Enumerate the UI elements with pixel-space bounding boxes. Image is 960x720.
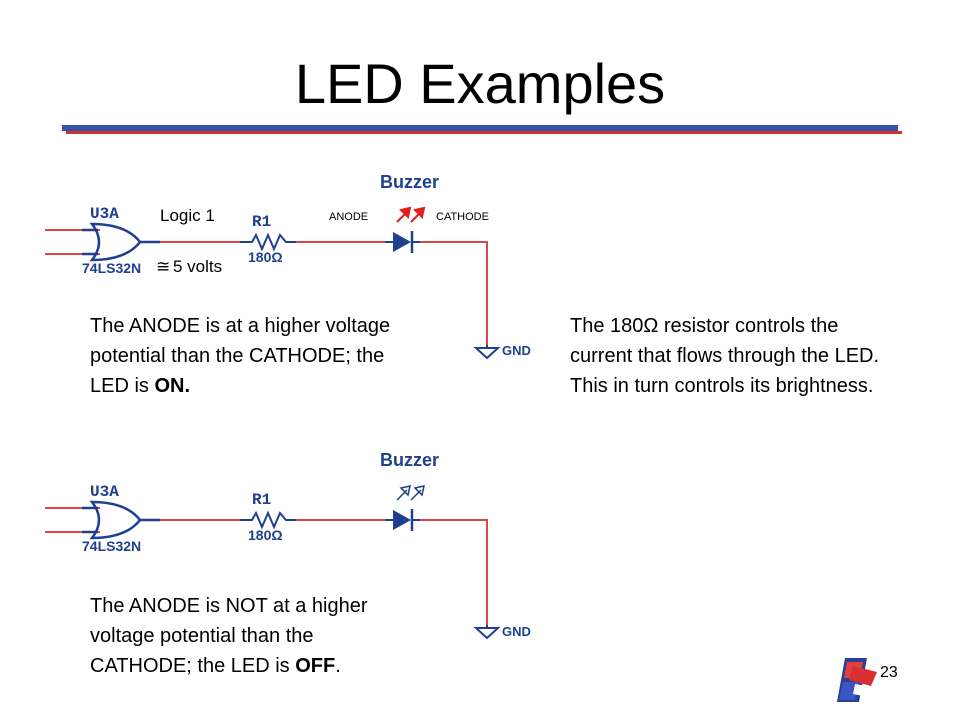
ground-symbol <box>473 625 501 640</box>
off-line-3: CATHODE; the LED is OFF. <box>90 655 341 677</box>
off-line-1: The ANODE is NOT at a higher <box>90 595 368 617</box>
title-underline-blue <box>62 125 898 131</box>
on-line-3: LED is ON. <box>90 375 191 397</box>
gnd-label: GND <box>502 343 531 358</box>
page-number: 23 <box>880 664 898 681</box>
on-explanation: The ANODE is at a higher voltage potenti… <box>90 311 470 401</box>
resistor-symbol <box>240 510 296 530</box>
led-on-rays <box>396 206 426 223</box>
off-state-bold: OFF <box>295 655 336 677</box>
resistor-line-2: current that flows through the LED. <box>570 345 880 367</box>
r1-label: R1 <box>252 491 271 509</box>
on-line-1: The ANODE is at a higher voltage <box>90 315 391 337</box>
on-line-2: potential than the CATHODE; the <box>90 345 385 367</box>
resistor-explanation: The 180Ω resistor controls the current t… <box>570 311 950 401</box>
resistance-label: 180Ω <box>248 527 283 543</box>
approx-symbol: ≅ <box>156 257 171 276</box>
chip-label: 74LS32N <box>82 260 141 276</box>
resistor-line-3: This in turn controls its brightness. <box>570 375 874 397</box>
slide-title: LED Examples <box>294 52 666 115</box>
led-off-rays <box>396 485 425 501</box>
title-underline-red <box>66 131 902 134</box>
u3a-label: U3A <box>90 205 119 223</box>
logo-icon <box>837 658 877 702</box>
chip-label: 74LS32N <box>82 538 141 554</box>
led-body <box>393 232 411 252</box>
led-gnd-wire <box>420 241 488 345</box>
off-line-2: voltage potential than the <box>90 625 314 647</box>
volts-label: 5 volts <box>173 257 223 276</box>
anode-label: ANODE <box>329 211 368 223</box>
buzzer-label: Buzzer <box>380 172 439 192</box>
or-gate-symbol <box>89 222 142 262</box>
resistor-line-1: The 180Ω resistor controls the <box>570 315 839 337</box>
buzzer-label: Buzzer <box>380 450 439 470</box>
or-gate-symbol <box>89 500 142 540</box>
circuit-on <box>45 206 501 360</box>
resistance-label: 180Ω <box>248 249 283 265</box>
on-state-bold: ON. <box>154 375 191 397</box>
circuit-off <box>45 485 501 640</box>
off-explanation: The ANODE is NOT at a higher voltage pot… <box>90 591 470 681</box>
u3a-label: U3A <box>90 483 119 501</box>
logic-1-label: Logic 1 <box>160 206 215 225</box>
led-body <box>393 510 411 530</box>
resistor-symbol <box>240 232 296 252</box>
gnd-label: GND <box>502 624 531 639</box>
r1-label: R1 <box>252 213 271 231</box>
cathode-label: CATHODE <box>436 211 489 223</box>
ground-symbol <box>473 345 501 360</box>
